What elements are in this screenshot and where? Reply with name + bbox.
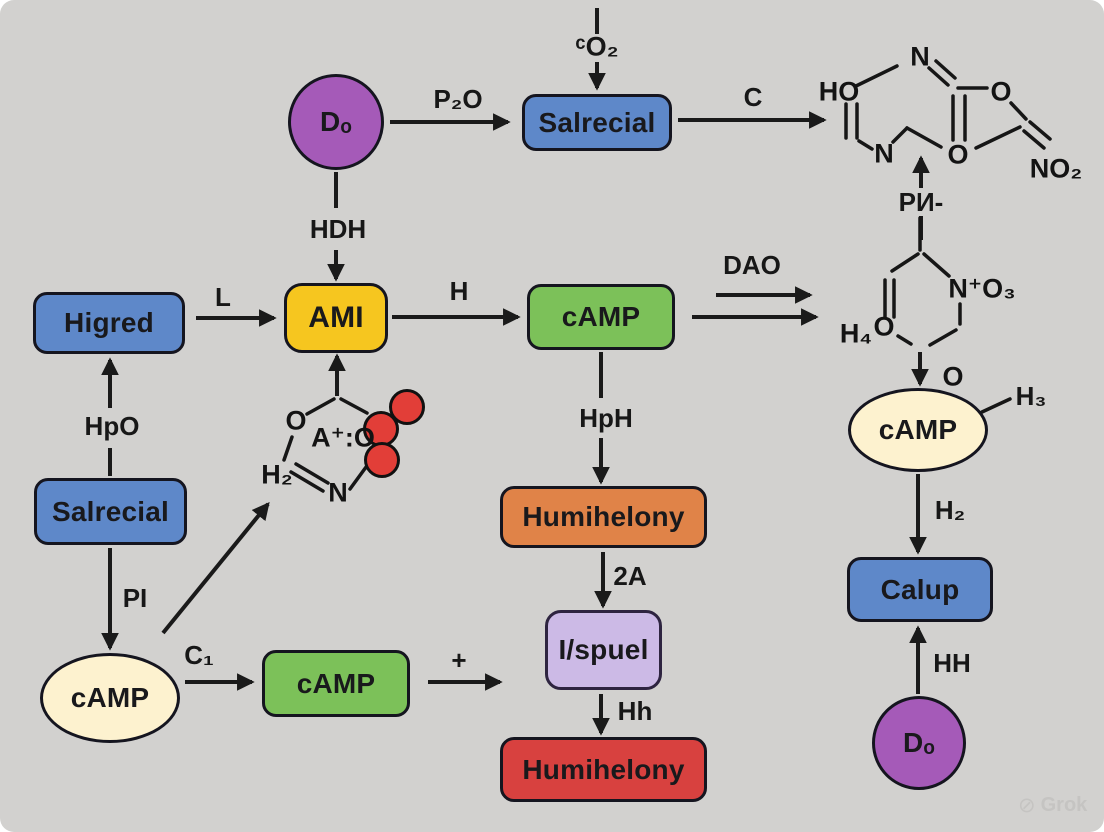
node-humihelony-orange: Humihelony [500, 486, 707, 548]
edge-label-co2: ᶜO₂ [575, 31, 619, 62]
edge-label-p2o: P₂O [433, 84, 483, 114]
edge-label-hh: HH [933, 648, 971, 678]
atom-o-ring: O [873, 311, 895, 342]
grok-logo-icon: ⊘ [1018, 794, 1036, 817]
node-humihelony-red: Humihelony [500, 737, 707, 802]
atom-h2-mid: H₂ [261, 459, 293, 490]
node-camp-left: cAMP [40, 653, 180, 743]
node-ispuel: I/spuel [545, 610, 662, 690]
edge-label-h: H [449, 276, 469, 306]
edge-label-pi: PI [122, 583, 148, 613]
edge-label-c: C [743, 82, 763, 112]
node-salrecial-top: Salrecial [522, 94, 672, 151]
edge-label-hh-small: Hh [617, 696, 653, 726]
atom-o-mid: O [285, 405, 307, 436]
edge-label-h2: H₂ [934, 495, 966, 525]
edge-label-c1: C₁ [184, 640, 214, 670]
edge-label-dao: DAO [723, 250, 781, 280]
watermark-text: Grok [1040, 794, 1088, 816]
edge-label-hph: HpH [579, 403, 633, 433]
watermark: ⊘ Grok [1018, 793, 1087, 818]
node-higred: Higred [33, 292, 185, 354]
edge-label-hpo: HpO [84, 411, 140, 441]
node-d0-top: Dₒ [288, 74, 384, 170]
atom-no3: N⁺O₃ [948, 273, 1016, 304]
atom-n-mid: N [328, 477, 348, 508]
edge-label-hdh: HDH [309, 214, 367, 244]
node-camp-right: cAMP [848, 388, 988, 472]
atom-n-top: N [910, 41, 930, 72]
atom-ao: A⁺:O [311, 422, 375, 453]
node-salrecial-left: Salrecial [34, 478, 187, 545]
node-camp-mid: cAMP [527, 284, 675, 350]
node-d0-bottom: Dₒ [872, 696, 966, 790]
atom-h4: H₄ [839, 318, 873, 349]
edge-label-h3: H₃ [1015, 381, 1047, 411]
atom-o-top: O [990, 76, 1012, 107]
edge-label-pn: PИ- [898, 187, 944, 217]
atom-ho: HO [818, 76, 860, 107]
atom-o-below: O [942, 361, 964, 392]
atom-o-bottom: O [947, 139, 969, 170]
atom-no2: NO₂ [1029, 153, 1083, 184]
node-camp-bottom: cAMP [262, 650, 410, 717]
edge-label-plus: + [451, 645, 467, 675]
edge-label-l: L [215, 282, 231, 312]
edge-label-2a: 2A [613, 561, 647, 591]
atom-n-bottom: N [874, 138, 894, 169]
node-calup: Calup [847, 557, 993, 622]
node-ami: AMI [284, 283, 388, 353]
